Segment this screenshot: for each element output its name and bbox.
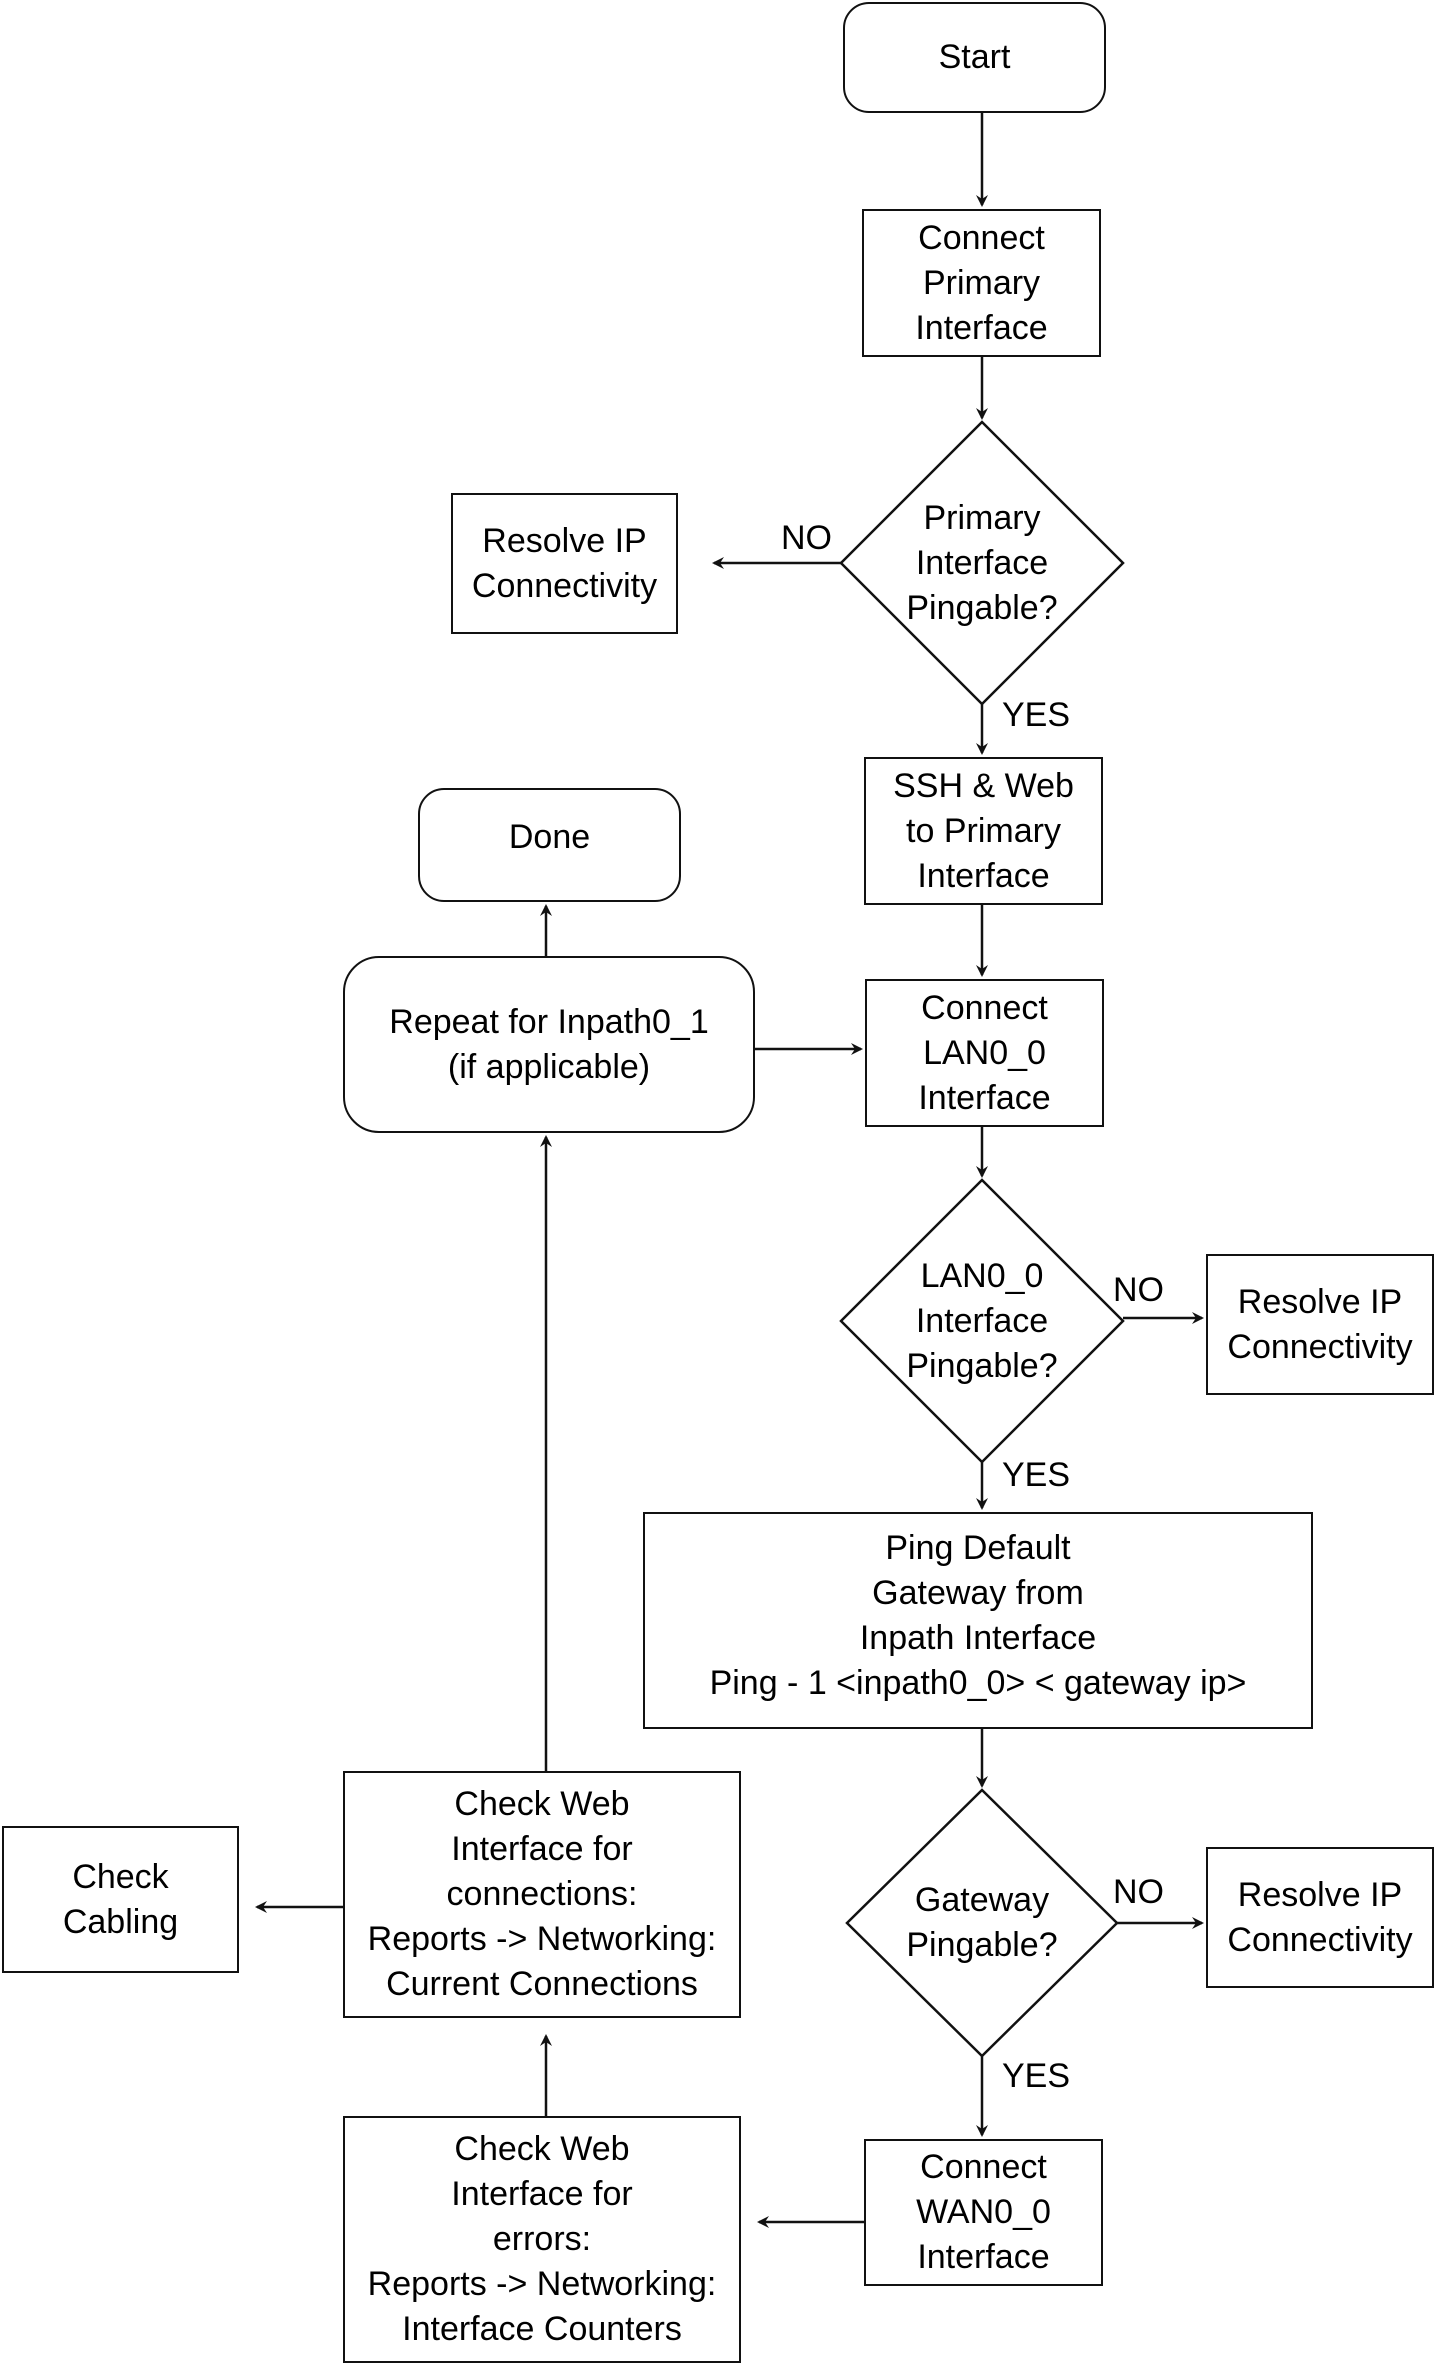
resolve-ip-node-3: Resolve IP Connectivity [1206, 1847, 1434, 1988]
lan-yes-label: YES [1002, 1456, 1071, 1494]
primary-yes-label: YES [1002, 696, 1071, 734]
repeat-node: Repeat for Inpath0_1 (if applicable) [343, 956, 755, 1133]
resolve-ip-node-1: Resolve IP Connectivity [451, 493, 678, 634]
primary-no-label: NO [781, 519, 832, 557]
ssh-web-node: SSH & Web to Primary Interface [864, 757, 1103, 905]
connect-primary-node: Connect Primary Interface [862, 209, 1101, 357]
connect-wan-node: Connect WAN0_0 Interface [864, 2139, 1103, 2286]
lan-no-label: NO [1113, 1271, 1164, 1309]
start-node: Start [843, 2, 1106, 113]
ping-gateway-node: Ping Default Gateway from Inpath Interfa… [643, 1512, 1313, 1729]
check-errors-node: Check Web Interface for errors: Reports … [343, 2116, 741, 2363]
primary-pingable-text: Primary Interface Pingable? [906, 498, 1058, 627]
check-connections-node: Check Web Interface for connections: Rep… [343, 1771, 741, 2018]
done-node: Done [418, 788, 681, 902]
gateway-no-label: NO [1113, 1873, 1164, 1911]
lan-pingable-text: LAN0_0 Interface Pingable? [906, 1256, 1058, 1385]
gateway-yes-label: YES [1002, 2057, 1071, 2095]
resolve-ip-node-2: Resolve IP Connectivity [1206, 1254, 1434, 1395]
gateway-pingable-text: Gateway Pingable? [906, 1881, 1058, 1964]
connect-lan-node: Connect LAN0_0 Interface [865, 979, 1104, 1127]
check-cabling-node: Check Cabling [2, 1826, 239, 1973]
